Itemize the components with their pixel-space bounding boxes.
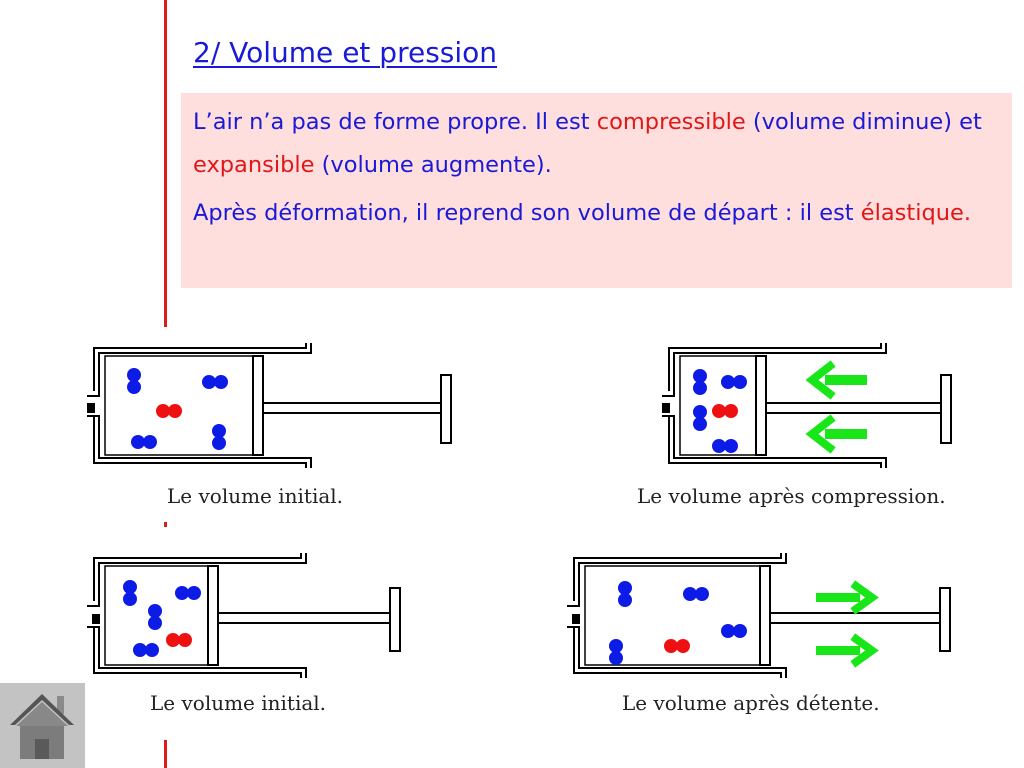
molecule-red (166, 633, 192, 647)
molecule-blue (131, 435, 157, 449)
figure-caption: Le volume initial. (167, 484, 344, 508)
syringe-figure-initial-top: Le volume initial. (85, 338, 465, 508)
molecule-blue (212, 424, 226, 450)
air-molecules (609, 581, 747, 665)
term-elastique: élastique. (860, 200, 972, 226)
definition-box: L’air n’a pas de forme propre. Il est co… (181, 93, 1012, 288)
air-molecules (693, 369, 747, 453)
syringe-figure-initial-bottom: Le volume initial. (80, 550, 410, 715)
molecule-blue (721, 375, 747, 389)
molecule-blue (175, 586, 201, 600)
molecule-blue (133, 643, 159, 657)
syringe-compression (662, 343, 952, 468)
molecule-red (156, 404, 182, 418)
term-compressible: compressible (596, 109, 746, 135)
page-title: 2/ Volume et pression (193, 36, 498, 69)
term-expansible: expansible (193, 152, 315, 178)
molecule-red (664, 639, 690, 653)
molecule-blue (123, 580, 137, 606)
home-button[interactable] (0, 683, 85, 768)
syringe-initial-bottom (87, 553, 401, 678)
molecule-blue (683, 587, 709, 601)
syringe-expansion (567, 553, 951, 678)
molecule-red (712, 404, 738, 418)
home-icon (10, 694, 74, 759)
definition-paragraph-compressibility: L’air n’a pas de forme propre. Il est co… (193, 109, 982, 178)
arrow-left-icon (805, 414, 867, 454)
arrow-right-icon (816, 633, 879, 668)
arrow-right-icon (816, 580, 879, 615)
syringe-figure-compression: Le volume après compression. (637, 338, 960, 508)
air-molecules (123, 580, 201, 657)
molecule-blue (618, 581, 632, 607)
figure-caption: Le volume après compression. (637, 484, 946, 508)
figure-caption: Le volume après détente. (622, 691, 880, 715)
syringe-initial-top (87, 343, 452, 468)
molecule-blue (721, 624, 747, 638)
definition-paragraph-elasticity: Après déformation, il reprend son volume… (193, 200, 972, 226)
molecule-blue (609, 639, 623, 665)
molecule-blue (127, 368, 141, 394)
molecule-blue (148, 604, 162, 630)
arrow-left-icon (805, 360, 867, 400)
syringe-figure-expansion: Le volume après détente. (560, 550, 960, 715)
margin-line (164, 0, 167, 768)
molecule-blue (693, 405, 707, 431)
figure-caption: Le volume initial. (150, 691, 327, 715)
air-molecules (127, 368, 228, 450)
molecule-blue (202, 375, 228, 389)
molecule-blue (712, 439, 738, 453)
molecule-blue (693, 369, 707, 395)
